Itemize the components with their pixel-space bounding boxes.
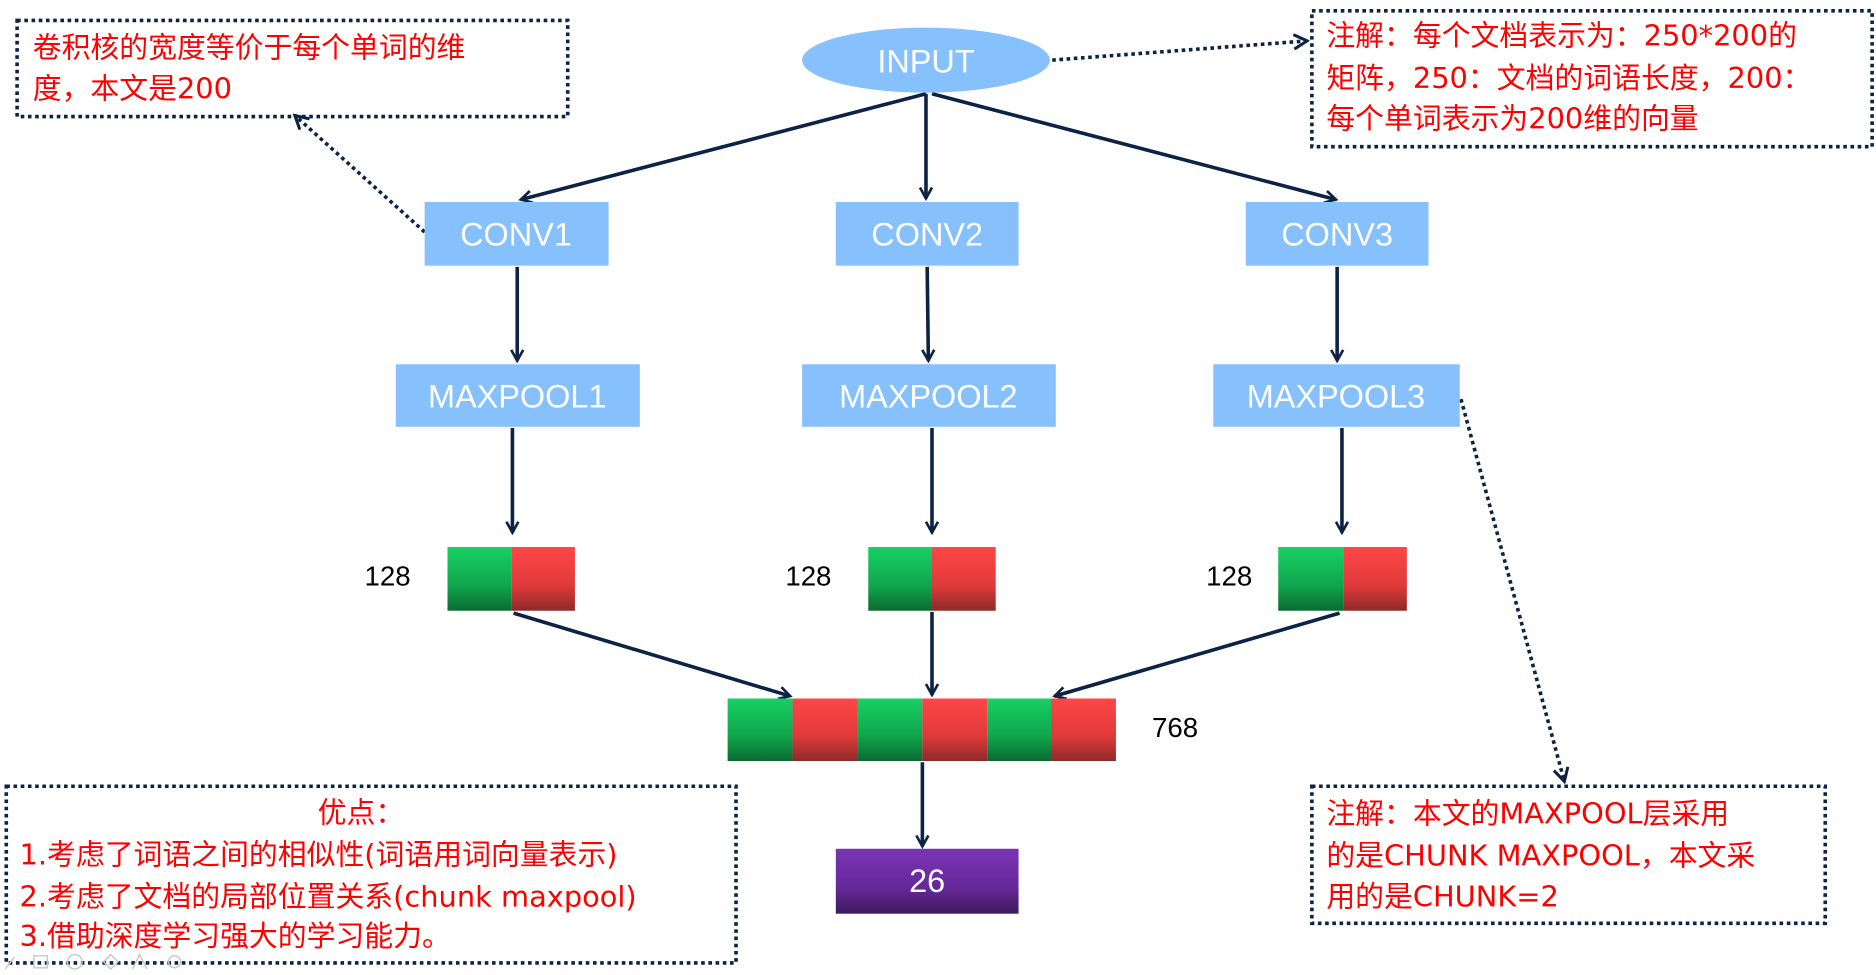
conv2-label: CONV2 <box>871 216 983 252</box>
arrow-input-conv3 <box>931 92 1336 200</box>
slideshow-toolbar[interactable] <box>4 952 182 971</box>
vector-cell-red <box>1051 698 1116 762</box>
conv2-node <box>835 201 1019 266</box>
conv3-label: CONV3 <box>1281 216 1393 252</box>
note-input-shape-line1: 注解：每个文档表示为：250*200的 <box>1326 19 1797 53</box>
vector-cell-red <box>792 698 858 762</box>
pooled-vector-3 <box>1278 547 1407 611</box>
output-label: 26 <box>909 863 945 899</box>
vector-cell-red <box>922 698 988 762</box>
maxpool3-label: MAXPOOL3 <box>1247 379 1425 415</box>
pooled-size-2: 128 <box>785 560 831 591</box>
conv1-label: CONV1 <box>460 216 572 252</box>
pooled-vector-2 <box>868 547 996 611</box>
concat-vector <box>727 698 1116 762</box>
slides-icon[interactable] <box>33 955 48 969</box>
conv3-node <box>1245 201 1429 266</box>
vector-cell-green <box>447 547 512 611</box>
dotted-arrow-conv1-note <box>295 115 426 234</box>
note-kernel-width-line1: 卷积核的宽度等价于每个单词的维 <box>33 31 466 65</box>
pooled-size-3: 128 <box>1206 560 1252 591</box>
advantage-item-1: 1.考虑了词语之间的相似性(词语用词向量表示) <box>20 837 618 871</box>
maxpool2-label: MAXPOOL2 <box>839 379 1017 415</box>
vector-cell-green <box>987 698 1052 762</box>
vector-cell-red <box>1343 547 1407 611</box>
vector-cell-red <box>511 547 575 611</box>
arrow-input-conv1 <box>521 92 927 200</box>
maxpool2-node <box>802 364 1056 427</box>
circle-icon[interactable] <box>66 953 83 970</box>
arrow-vec1-concat <box>513 611 791 696</box>
concat-size: 768 <box>1152 712 1198 743</box>
pointer-icon[interactable] <box>131 952 148 970</box>
vector-cell-green <box>727 698 793 762</box>
note-chunk-line2: 的是CHUNK MAXPOOL，本文采 <box>1326 839 1755 873</box>
note-kernel-width-line2: 度，本文是200 <box>33 72 232 106</box>
vector-cell-green <box>868 547 932 611</box>
dotted-arrow-input-note <box>1052 41 1307 62</box>
maxpool1-node <box>395 364 640 427</box>
arrow-vec3-concat <box>1055 611 1341 696</box>
input-label: INPUT <box>877 43 974 79</box>
flow-arrows <box>512 92 1342 847</box>
note-box-advantages <box>4 784 738 965</box>
note-box-kernel-width <box>15 18 570 119</box>
options-icon[interactable] <box>167 955 182 969</box>
maxpool1-label: MAXPOOL1 <box>428 379 606 415</box>
conv1-node <box>424 201 609 266</box>
maxpool3-node <box>1213 364 1460 427</box>
note-input-shape-line2: 矩阵，250：文档的词语长度，200： <box>1326 61 1811 95</box>
note-connectors <box>295 41 1565 782</box>
vector-cell-green <box>1278 547 1344 611</box>
pooled-size-1: 128 <box>365 560 411 591</box>
note-box-input-shape <box>1310 9 1874 149</box>
output-node <box>835 848 1019 914</box>
arrow-conv2-maxpool2 <box>927 266 928 361</box>
advantages-title: 优点： <box>318 795 405 829</box>
vector-cell-green <box>857 698 923 762</box>
advantage-item-3: 3.借助深度学习强大的学习能力。 <box>20 919 451 953</box>
note-chunk-line1: 注解：本文的MAXPOOL层采用 <box>1326 797 1729 831</box>
note-input-shape-line3: 每个单词表示为200维的向量 <box>1326 102 1698 136</box>
note-chunk-line3: 用的是CHUNK=2 <box>1326 879 1558 913</box>
vector-cell-red <box>931 547 996 611</box>
advantage-item-2: 2.考虑了文档的局部位置关系(chunk maxpool) <box>20 879 637 913</box>
dotted-arrow-maxpool3-note <box>1459 398 1564 781</box>
diamond-icon[interactable] <box>102 953 120 971</box>
input-node <box>802 27 1050 93</box>
pen-icon[interactable] <box>4 956 16 970</box>
pooled-vector-1 <box>447 547 575 611</box>
